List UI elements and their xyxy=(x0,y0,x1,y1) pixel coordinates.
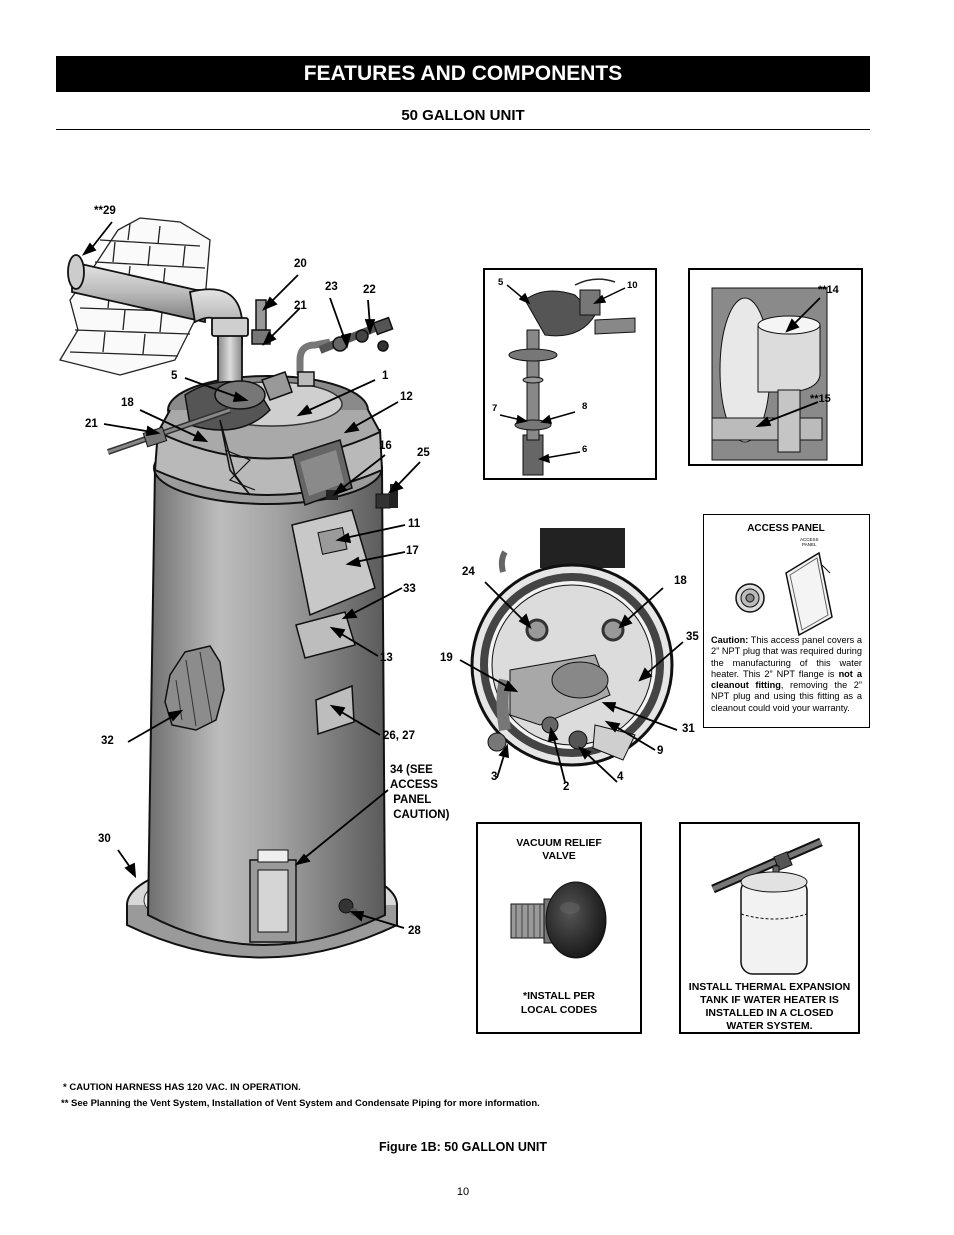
callout-29: **29 xyxy=(94,205,116,217)
detail-vent-callout-15: **15 xyxy=(810,393,831,405)
base-callout-4: 4 xyxy=(617,771,624,783)
base-callout-18: 18 xyxy=(674,575,687,587)
callout-22: 22 xyxy=(363,284,376,296)
vacuum-relief-drawing xyxy=(510,881,607,959)
expansion-tank-box: INSTALL THERMAL EXPANSION TANK IF WATER … xyxy=(679,822,860,1034)
detail-top-callout-5: 5 xyxy=(498,277,504,288)
vacuum-relief-title: VACUUM RELIEF VALVE xyxy=(516,837,602,862)
callout-21-top: 21 xyxy=(294,300,307,312)
base-callout-31: 31 xyxy=(682,723,695,735)
caution-bold-text: not a cleanout fitting xyxy=(711,668,862,691)
tank-cutaway xyxy=(164,645,225,731)
access-panel-box: ACCESS PANEL ACCESS PANEL Caution: This … xyxy=(703,514,870,728)
caution-label: Caution: xyxy=(711,635,749,645)
detail-blower-box: 5 10 7 8 6 xyxy=(483,268,657,480)
callout-11: 11 xyxy=(408,518,421,530)
page-number: 10 xyxy=(456,1186,470,1198)
callout-21-left: 21 xyxy=(85,418,98,430)
detail-top-callout-7: 7 xyxy=(492,403,498,414)
base-callout-35: 35 xyxy=(686,631,699,643)
access-panel-drawing xyxy=(735,551,833,637)
expansion-tank-drawing xyxy=(711,837,823,975)
callout-33: 33 xyxy=(403,583,416,595)
side-sensor xyxy=(375,484,398,509)
top-view-detail-drawing xyxy=(459,528,684,783)
detail-top-callout-6: 6 xyxy=(582,444,588,455)
callout-5: 5 xyxy=(171,370,178,382)
callout-34: 34 (SEE ACCESS PANEL CAUTION) xyxy=(390,764,450,821)
access-panel-caution: Caution: This access panel covers a 2” N… xyxy=(711,635,862,714)
callout-28: 28 xyxy=(408,925,421,937)
callout-26-27: 26, 27 xyxy=(383,730,415,742)
callout-12: 12 xyxy=(400,391,413,403)
expansion-tank-note: INSTALL THERMAL EXPANSION TANK IF WATER … xyxy=(688,981,851,1032)
base-callout-24: 24 xyxy=(462,566,475,578)
base-callout-3: 3 xyxy=(491,771,498,783)
callout-18-main: 18 xyxy=(121,397,134,409)
access-panel-drawing-label: ACCESS PANEL xyxy=(800,537,819,547)
detail-vent-callout-14: **14 xyxy=(818,284,839,296)
vent-detail-drawing xyxy=(711,287,828,461)
section-subtitle: 50 GALLON UNIT xyxy=(401,107,525,124)
callout-13: 13 xyxy=(380,652,393,664)
vacuum-relief-note: *INSTALL PER LOCAL CODES xyxy=(520,990,598,1016)
page-title: FEATURES AND COMPONENTS xyxy=(56,56,870,92)
blower-detail-drawing xyxy=(499,278,636,476)
detail-top-callout-10: 10 xyxy=(627,280,638,291)
callout-30: 30 xyxy=(98,833,111,845)
base-callout-2: 2 xyxy=(563,781,570,793)
footnote-caution-harness: * CAUTION HARNESS HAS 120 VAC. IN OPERAT… xyxy=(63,1082,301,1093)
callout-1: 1 xyxy=(382,370,389,382)
caution-text-2: , removing the 2” NPT plug and using thi… xyxy=(711,680,862,713)
vacuum-relief-box: VACUUM RELIEF VALVE *INSTALL PER LOCAL C… xyxy=(476,822,642,1034)
detail-top-callout-8: 8 xyxy=(582,401,588,412)
main-callout-arrows xyxy=(81,221,421,929)
footnote-vent-system: ** See Planning the Vent System, Install… xyxy=(61,1098,540,1109)
callout-17: 17 xyxy=(406,545,419,557)
callout-16: 16 xyxy=(379,440,392,452)
detail-vent-box: **14 **15 xyxy=(688,268,863,466)
header-divider xyxy=(56,129,870,130)
callout-23: 23 xyxy=(325,281,338,293)
access-panel-title: ACCESS PANEL xyxy=(747,523,825,534)
caution-text-1: This access panel covers a 2” NPT plug t… xyxy=(711,635,862,679)
callout-25: 25 xyxy=(417,447,430,459)
figure-caption: Figure 1B: 50 GALLON UNIT xyxy=(378,1140,548,1154)
vent-pipe xyxy=(67,254,249,396)
callout-20: 20 xyxy=(294,258,307,270)
base-callout-19: 19 xyxy=(440,652,453,664)
callout-32: 32 xyxy=(101,735,114,747)
base-callout-9: 9 xyxy=(657,745,664,757)
